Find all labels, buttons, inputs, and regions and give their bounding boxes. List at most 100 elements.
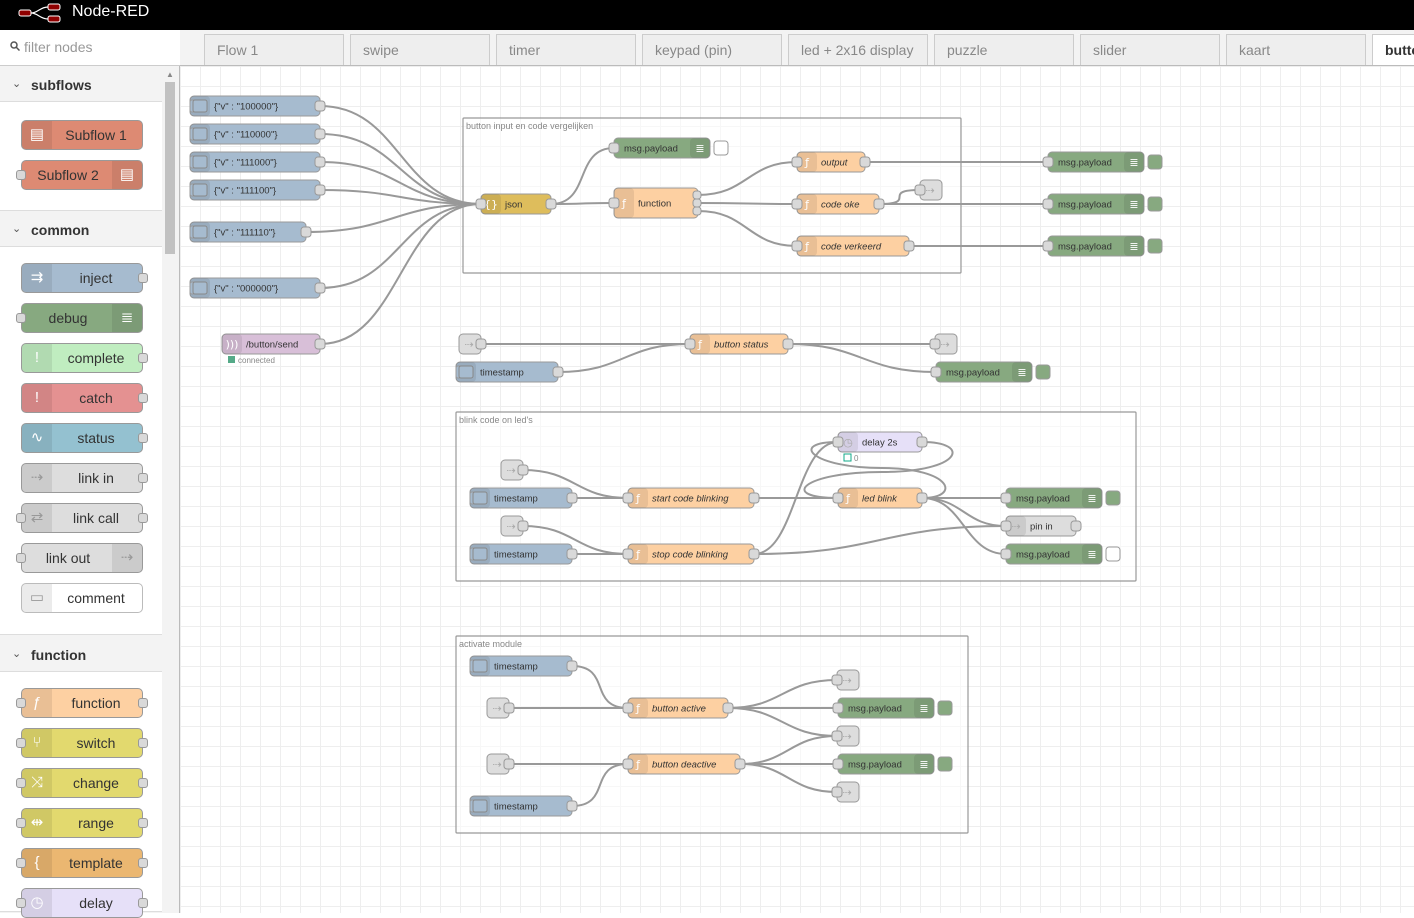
input-port[interactable] [831, 674, 843, 686]
wire[interactable] [522, 469, 629, 499]
flow-node-linkB[interactable]: ⇢ [458, 333, 487, 355]
tab-timer[interactable]: timer [496, 34, 636, 65]
wire[interactable] [727, 707, 838, 737]
input-port[interactable] [622, 492, 634, 504]
input-port[interactable] [914, 184, 926, 196]
chevron-down-icon[interactable]: ⌄ [12, 648, 22, 660]
input-port[interactable] [608, 197, 620, 209]
flow-node-inj1[interactable]: ⇉{"v" : "100000"} [189, 95, 326, 117]
input-port[interactable] [791, 240, 803, 252]
wire[interactable] [803, 441, 954, 499]
input-port[interactable] [791, 156, 803, 168]
wire[interactable] [319, 133, 482, 205]
flow-node-inj6[interactable]: ⇉{"v" : "000000"} [189, 277, 326, 299]
palette-category-common[interactable]: ⌄common [0, 213, 162, 247]
palette-scrollbar[interactable]: ▲ [163, 68, 178, 913]
palette-node-debug[interactable]: ≣debug [16, 303, 143, 333]
output-port[interactable] [314, 128, 326, 140]
wire[interactable] [319, 203, 482, 289]
palette-node-range[interactable]: ⇹range [16, 808, 148, 838]
output-port[interactable] [692, 190, 702, 200]
palette-node-switch[interactable]: ⑂switch [16, 728, 148, 758]
output-port[interactable] [314, 282, 326, 294]
tab-kaart[interactable]: kaart [1226, 34, 1366, 65]
flow-node-inj2[interactable]: ⇉{"v" : "110000"} [189, 123, 326, 145]
flow-node-inj3[interactable]: ⇉{"v" : "111000"} [189, 151, 326, 173]
wire[interactable] [810, 441, 947, 499]
debug-toggle-button[interactable] [713, 140, 729, 156]
output-port[interactable] [748, 548, 760, 560]
flow-node-ts1[interactable]: ⇉timestamp [455, 361, 564, 383]
wire[interactable] [522, 525, 629, 555]
inject-button-face[interactable] [472, 799, 488, 813]
tab-butto[interactable]: butto [1372, 34, 1414, 65]
inject-button-face[interactable] [458, 365, 474, 379]
inject-button-face[interactable] [472, 491, 488, 505]
palette-node-Subflow-2[interactable]: ▤Subflow 2 [16, 160, 143, 190]
input-port[interactable] [1000, 548, 1012, 560]
wire[interactable] [305, 203, 482, 233]
palette-node-link-out[interactable]: ⇢link out [16, 543, 143, 573]
inject-button-face[interactable] [472, 547, 488, 561]
wire[interactable] [319, 203, 482, 345]
input-port[interactable] [16, 898, 26, 908]
input-port[interactable] [622, 702, 634, 714]
output-port[interactable] [545, 198, 557, 210]
wire[interactable] [739, 735, 838, 765]
palette-node-status[interactable]: ∿status [21, 423, 148, 453]
palette-node-delay[interactable]: ◷delay [16, 888, 148, 918]
wire[interactable] [550, 202, 615, 205]
output-port[interactable] [138, 513, 148, 523]
input-port[interactable] [930, 366, 942, 378]
output-port[interactable] [566, 800, 578, 812]
output-port[interactable] [916, 436, 928, 448]
inject-button-face[interactable] [192, 127, 208, 141]
output-port[interactable] [475, 338, 487, 350]
flow-node-linkI[interactable]: ⇢ [486, 753, 515, 775]
output-port[interactable] [517, 464, 529, 476]
flow-node-linkH[interactable]: ⇢ [831, 725, 860, 747]
output-port[interactable] [314, 184, 326, 196]
output-port[interactable] [138, 858, 148, 868]
output-port[interactable] [1070, 520, 1082, 532]
output-port[interactable] [566, 660, 578, 672]
palette-node-change[interactable]: ⤨change [16, 768, 148, 798]
palette-node-template[interactable]: {template [16, 848, 148, 878]
output-port[interactable] [138, 698, 148, 708]
input-port[interactable] [16, 698, 26, 708]
output-port[interactable] [692, 198, 702, 208]
debug-toggle-button[interactable] [1105, 546, 1121, 562]
input-port[interactable] [929, 338, 941, 350]
palette-category-function[interactable]: ⌄function [0, 638, 162, 672]
flow-node-dbg-bs[interactable]: ≣msg.payload [930, 361, 1051, 383]
tab-led-2x16-display[interactable]: led + 2x16 display [788, 34, 928, 65]
input-port[interactable] [1042, 198, 1054, 210]
wire[interactable] [557, 343, 691, 373]
output-port[interactable] [138, 473, 148, 483]
inject-button-face[interactable] [192, 183, 208, 197]
output-port[interactable] [314, 156, 326, 168]
wire[interactable] [319, 189, 482, 205]
output-port[interactable] [734, 758, 746, 770]
inject-button-face[interactable] [472, 659, 488, 673]
filter-nodes-input[interactable] [24, 39, 174, 55]
output-port[interactable] [138, 818, 148, 828]
tab-keypad-pin-[interactable]: keypad (pin) [642, 34, 782, 65]
input-port[interactable] [16, 818, 26, 828]
input-port[interactable] [1000, 492, 1012, 504]
input-port[interactable] [608, 142, 620, 154]
tab-flow-1[interactable]: Flow 1 [204, 34, 344, 65]
flow-node-inj4[interactable]: ⇉{"v" : "111100"} [189, 179, 326, 201]
output-port[interactable] [748, 492, 760, 504]
input-port[interactable] [16, 170, 26, 180]
output-port[interactable] [314, 338, 326, 350]
palette-scrollbar-thumb[interactable] [165, 82, 175, 254]
flow-node-dbg-top[interactable]: ≣msg.payload [608, 137, 729, 159]
flow-node-linkE[interactable]: ⇢ [500, 515, 529, 537]
wire[interactable] [739, 763, 838, 793]
